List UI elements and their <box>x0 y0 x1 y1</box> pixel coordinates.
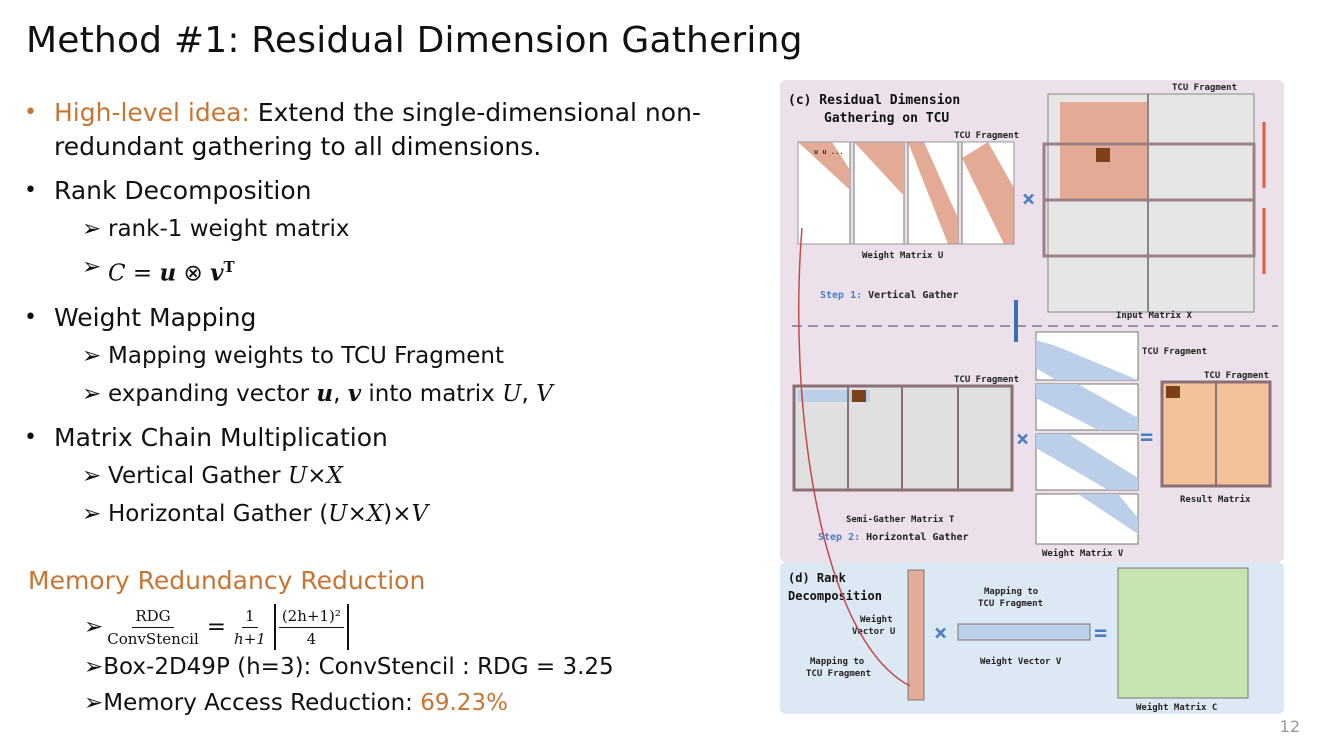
sub-text: Vertical Gather U×X <box>108 462 343 489</box>
mapping-mid-2: TCU Fragment <box>978 599 1043 609</box>
step2: Step 2:Horizontal Gather <box>818 531 969 543</box>
sub-bullet-rank-2: ➢C = u ⊗ vT <box>82 248 754 293</box>
tcu-fragment-5: TCU Fragment <box>1204 371 1269 381</box>
weight-vector-u <box>907 569 925 701</box>
weight-c-caption: Weight Matrix C <box>1136 702 1217 713</box>
input-matrix-x <box>1042 93 1266 313</box>
bullet-idea: • High-level idea: Extend the single-dim… <box>24 96 754 164</box>
sub-bullet-weight-1: ➢Mapping weights to TCU Fragment <box>82 337 754 375</box>
arrow-bullet-icon: ➢ <box>82 254 102 280</box>
mapping-left-2: TCU Fragment <box>806 669 871 679</box>
idea-label: High-level idea: <box>54 98 250 127</box>
tcu-fragment-3: TCU Fragment <box>954 375 1019 385</box>
sub-bullet-weight-2: ➢expanding vector u, v into matrix U, V <box>82 375 754 413</box>
bullet-idea-text: High-level idea: Extend the single-dimen… <box>54 96 754 164</box>
weight-matrix-v <box>1035 331 1139 545</box>
bullet-dot: • <box>24 178 37 203</box>
times-3: × <box>934 621 947 646</box>
semi-caption: Semi-Gather Matrix T <box>846 514 955 525</box>
bullet-dot: • <box>24 100 37 125</box>
sub-text: Horizontal Gather (U×X)×V <box>108 500 429 527</box>
arrow-bullet-icon: ➢ <box>84 614 104 640</box>
sub-text: Mapping weights to TCU Fragment <box>108 342 505 369</box>
d-title-2: Decomposition <box>788 589 882 603</box>
weight-v-vector-caption: Weight Vector V <box>980 656 1062 667</box>
sub-text: rank-1 weight matrix <box>108 216 350 242</box>
step1: Step 1:Vertical Gather <box>820 289 958 301</box>
sub-bullet-chain-1: ➢Vertical Gather U×X <box>82 457 754 495</box>
formula-c: C = u ⊗ vT <box>108 258 235 287</box>
access-value: 69.23% <box>420 690 508 716</box>
arrow-bullet-icon: ➢ <box>82 380 102 407</box>
arrow-bullet-icon: ➢ <box>82 216 102 242</box>
bullet-list: • High-level idea: Extend the single-dim… <box>24 96 754 533</box>
mapping-mid-1: Mapping to <box>984 586 1038 597</box>
bullet-chain: • Matrix Chain Multiplication <box>24 421 754 455</box>
tcu-fragment-2: TCU Fragment <box>1172 83 1237 93</box>
sub-text: expanding vector u, v into matrix U, V <box>108 379 553 407</box>
weight-vector-v <box>957 623 1091 641</box>
c-title-1: (c) Residual Dimension <box>788 93 960 108</box>
memory-heading: Memory Redundancy Reduction <box>28 566 426 595</box>
times-1: × <box>1022 187 1035 212</box>
bullet-rank-text: Rank Decomposition <box>54 176 312 205</box>
weight-vector-u-2: Vector U <box>852 627 895 637</box>
tcu-fragment-4: TCU Fragment <box>1142 347 1207 357</box>
mapping-left-1: Mapping to <box>810 656 864 667</box>
bullet-chain-text: Matrix Chain Multiplication <box>54 422 388 452</box>
tcu-fragment-1: TCU Fragment <box>954 131 1019 141</box>
bullet-weight-text: Weight Mapping <box>54 302 257 332</box>
weight-vector-u-1: Weight <box>860 614 893 625</box>
sub-bullet-rank-1: ➢rank-1 weight matrix <box>82 210 754 248</box>
equals-1: = <box>1140 425 1153 450</box>
semi-gather-matrix-t <box>792 384 1014 492</box>
arrow-bullet-icon: ➢ <box>82 500 102 527</box>
d-title-1: (d) Rank <box>788 571 847 585</box>
times-2: × <box>1016 427 1029 452</box>
bullet-dot: • <box>24 304 37 330</box>
result-matrix <box>1160 380 1272 488</box>
arrow-bullet-icon: ➢ <box>82 342 102 369</box>
weight-u-u1: u u ... <box>814 148 844 156</box>
c-title-2: Gathering on TCU <box>824 111 949 126</box>
mapping-curve <box>798 227 911 687</box>
box-line: ➢Box-2D49P (h=3): ConvStencil : RDG = 3.… <box>84 654 614 680</box>
idea-text: Extend the single-dimensional non-redund… <box>54 98 701 161</box>
access-line: ➢Memory Access Reduction: 69.23% <box>84 690 508 716</box>
bullet-rank: • Rank Decomposition <box>24 174 754 208</box>
sub-bullet-chain-2: ➢Horizontal Gather (U×X)×V <box>82 495 754 533</box>
weight-matrix-u <box>797 141 1015 245</box>
arrow-bullet-icon: ➢ <box>82 462 102 489</box>
slide-title: Method #1: Residual Dimension Gathering <box>26 20 803 61</box>
result-caption: Result Matrix <box>1180 494 1251 505</box>
weight-matrix-c <box>1117 567 1249 699</box>
input-x-caption: Input Matrix X <box>1116 310 1192 321</box>
bullet-dot: • <box>24 424 37 450</box>
bullet-weight: • Weight Mapping <box>24 301 754 335</box>
page-number: 12 <box>1279 717 1300 736</box>
weight-v-caption: Weight Matrix V <box>1042 548 1124 559</box>
rdg-diagram: u u ... TCU Fragment Weight Matrix U × T… <box>780 80 1284 714</box>
equals-2: = <box>1094 621 1107 646</box>
weight-u-caption: Weight Matrix U <box>862 250 943 261</box>
